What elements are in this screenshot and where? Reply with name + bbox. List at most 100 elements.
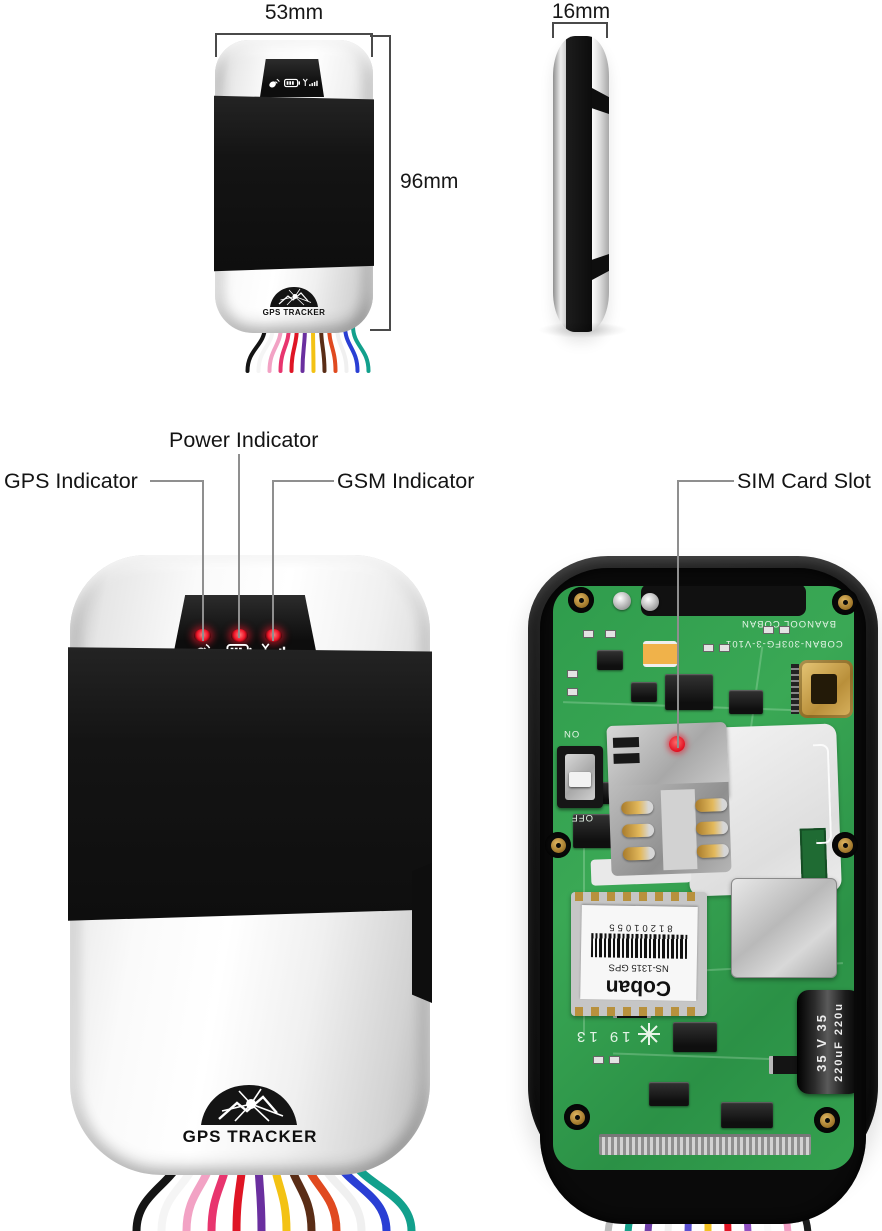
pcb-pad <box>583 630 594 638</box>
pcb-pad <box>609 1056 620 1064</box>
battery-icon <box>284 78 300 88</box>
dimension-width-tick-right <box>371 33 373 57</box>
leader-line-gps-h <box>150 480 204 482</box>
pcb-pad <box>703 644 714 652</box>
leader-line-sim-v <box>677 480 679 748</box>
circuit-board: BAANOOL COBAN COBAN-303FG-3-V101 <box>553 586 854 1170</box>
gps-tracker-logo-text: GPS TRACKER <box>262 308 326 317</box>
pcb-ic <box>649 1082 689 1106</box>
pcb-ic <box>673 1022 717 1052</box>
sim-contact-pin <box>695 820 729 836</box>
sim-contact-pin <box>622 846 656 861</box>
leader-line-gsm-v <box>272 480 274 641</box>
pcb-ic <box>597 650 623 670</box>
side-case-edge-left <box>553 36 566 332</box>
pcb-pad <box>605 630 616 638</box>
pcb-pad <box>567 670 578 678</box>
switch-off-label: OFF <box>571 812 593 823</box>
dimension-width-tick-left <box>215 33 217 57</box>
gps-module-model: NS-1315 GPS <box>608 961 669 974</box>
leader-line-gps-v <box>202 480 204 641</box>
screw-hole <box>814 1107 840 1133</box>
gps-module-label: Coban NS-1315 GPS 81201055 <box>580 904 698 1002</box>
sim-contact-pin <box>621 800 654 815</box>
power-switch <box>557 746 603 808</box>
sim-contact-pin <box>695 797 728 813</box>
capacitor-voltage-text: 35 V 35 <box>813 1012 829 1072</box>
pcb-pad <box>719 644 730 652</box>
gps-tracker-logo-text: GPS TRACKER <box>182 1127 318 1146</box>
silkscreen-bracket <box>812 743 833 845</box>
pcb-ic <box>721 1102 773 1128</box>
screw-hole <box>545 832 571 858</box>
screw-hole <box>564 1104 590 1130</box>
switch-knob <box>569 772 591 787</box>
tracker-front-small-view: GPS TRACKER <box>214 40 374 373</box>
board-screw <box>613 592 631 610</box>
dimension-height-tick-top <box>370 35 391 37</box>
indicator-panel <box>260 59 324 97</box>
wire-ribbon-connector <box>599 1134 811 1155</box>
tracker-internal-view: BAANOOL COBAN COBAN-303FG-3-V101 <box>528 556 878 1231</box>
pcb-pad <box>763 626 774 634</box>
tracker-side-view <box>553 36 609 332</box>
pcb-ic <box>729 690 763 714</box>
dimension-height-label: 96mm <box>400 170 459 193</box>
module-castellation <box>575 892 703 901</box>
sim-tongue <box>660 789 698 871</box>
sim-cover-slot <box>613 753 640 764</box>
side-rubber-strip <box>566 36 592 332</box>
callout-gsm-indicator: GSM Indicator <box>337 469 475 493</box>
tracker-front-large-view: GPS TRACKER <box>68 555 432 1231</box>
rf-shield-can <box>731 878 837 978</box>
callout-gps-indicator: GPS Indicator <box>4 469 138 493</box>
sim-contact-pin <box>696 843 730 859</box>
dimension-height-line <box>389 35 391 331</box>
gps-module-barcode <box>590 933 688 959</box>
pcb-pad <box>593 1056 604 1064</box>
side-case-edge-right <box>592 36 609 332</box>
screw-hole <box>832 589 858 615</box>
mini-usb-port <box>799 660 853 718</box>
leader-line-sim-h <box>677 480 734 482</box>
switch-on-label: ON <box>563 728 580 739</box>
gps-module: Coban NS-1315 GPS 81201055 <box>571 892 707 1016</box>
dimension-thickness-tick-right <box>606 22 608 38</box>
electrolytic-capacitor: 35 V 35 220uF 220u <box>797 990 854 1094</box>
tantalum-capacitor <box>643 641 677 667</box>
callout-sim-card-slot: SIM Card Slot <box>737 469 871 493</box>
rubber-band <box>214 95 374 272</box>
gps-satellite-icon <box>269 78 280 88</box>
pcb-ic <box>631 682 657 702</box>
rubber-band <box>68 647 432 921</box>
gps-module-brand: Coban <box>605 975 672 1000</box>
board-screw <box>641 593 659 611</box>
rubber-band-side-wedge <box>412 863 432 1003</box>
screw-hole <box>832 832 858 858</box>
side-notch-top <box>592 88 609 114</box>
gps-tracker-emblem <box>201 1085 297 1125</box>
capacitor-value-text: 220uF 220u <box>832 1002 845 1082</box>
leader-line-gsm-h <box>272 480 334 482</box>
pcb-pad <box>567 688 578 696</box>
tracker-body: GPS TRACKER <box>68 555 432 1175</box>
side-view-shadow <box>538 322 628 338</box>
starburst-marking <box>638 1023 660 1045</box>
gsm-antenna-icon <box>302 78 318 87</box>
module-castellation <box>575 1007 703 1016</box>
pcb-pad <box>779 626 790 634</box>
tracker-body: GPS TRACKER <box>214 40 374 333</box>
wire <box>351 324 371 373</box>
sim-contact-pin <box>621 823 655 838</box>
gps-module-serial: 81201055 <box>606 921 673 934</box>
dimension-thickness-label: 16mm <box>551 0 611 23</box>
leader-line-power <box>238 454 240 638</box>
usb-slot <box>811 674 837 704</box>
silkscreen-model-text: COBAN-303FG-3-V101 <box>725 638 843 649</box>
gps-tracker-emblem <box>270 287 318 307</box>
case-top-molding <box>641 586 806 616</box>
pcb-ic <box>665 674 713 710</box>
sim-cover-slot <box>612 737 640 748</box>
side-notch-bottom <box>592 254 609 280</box>
